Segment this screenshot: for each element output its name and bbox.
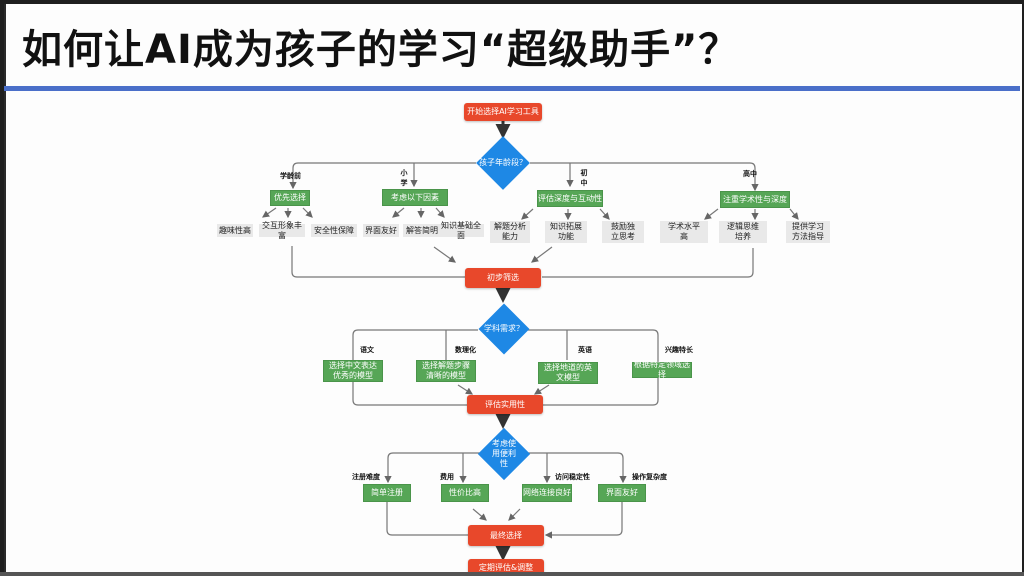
branch-label-english: 英语	[578, 346, 592, 354]
branch-label-chinese: 语文	[360, 346, 374, 354]
middle-node: 评估深度与互动性	[537, 190, 603, 207]
detail-box: 知识基础全面	[438, 221, 484, 240]
connector	[528, 329, 659, 362]
connector	[521, 208, 534, 220]
detail-box: 界面友好	[363, 224, 399, 237]
connector	[392, 207, 405, 218]
detail-box: 趣味性高	[217, 224, 253, 237]
branch-label-cost: 费用	[440, 473, 454, 481]
network-node: 网络连接良好	[522, 484, 572, 502]
math-science-node: 选择解题步骤清晰的模型	[416, 360, 476, 382]
detail-box: 提供学习方法指导	[786, 221, 830, 243]
connector	[542, 248, 754, 278]
connector	[352, 380, 468, 406]
detail-box: 交互形象丰富	[259, 221, 305, 240]
chinese-node: 选择中文表达优秀的模型	[323, 360, 383, 382]
connector	[508, 508, 521, 521]
connector	[352, 329, 478, 360]
primary-node: 考虑以下因素	[382, 189, 448, 206]
age-decision-label: 孩子年龄段？	[479, 158, 527, 167]
branch-label-registration: 注册难度	[352, 473, 380, 481]
connector	[302, 207, 313, 218]
slide-title: 如何让AI成为孩子的学习“超级助手”？	[22, 27, 740, 73]
usability-decision: 考虑使用便利性	[477, 427, 531, 481]
english-node: 选择地道的英文模型	[538, 362, 598, 384]
branch-label-high: 高中	[743, 170, 757, 178]
high-node: 注重学术性与深度	[720, 191, 790, 208]
branch-label-interest: 兴趣特长	[665, 346, 693, 354]
connector	[530, 162, 759, 192]
start-node: 开始选择AI学习工具	[464, 103, 542, 121]
subject-decision: 学科需求？	[478, 303, 530, 355]
frame-bottom-edge	[0, 572, 1024, 576]
connector	[457, 384, 474, 395]
connector	[289, 162, 476, 190]
final-choice-node: 最终选择	[468, 525, 544, 546]
connector	[544, 502, 623, 539]
branch-label-stability: 访问稳定性	[555, 473, 590, 481]
connector	[789, 208, 799, 220]
branch-label-primary: 小学	[400, 169, 408, 187]
connector	[531, 246, 553, 263]
branch-label-complexity: 操作复杂度	[632, 473, 667, 481]
simple-registration-node: 简单注册	[363, 484, 411, 502]
branch-label-preschool: 学龄前	[280, 172, 301, 180]
detail-box: 解答简明	[403, 224, 441, 237]
branch-label-middle: 初中	[580, 169, 588, 187]
connector	[599, 208, 610, 220]
age-decision: 孩子年龄段？	[476, 136, 530, 190]
connector	[533, 384, 550, 395]
detail-box: 鼓励独立思考	[602, 221, 644, 243]
interest-node: 根据特定领域选择	[632, 360, 692, 379]
connector	[538, 378, 659, 406]
initial-filter-node: 初步筛选	[465, 268, 541, 288]
detail-box: 安全性保障	[311, 224, 357, 237]
usability-decision-label: 考虑使用便利性	[492, 439, 516, 468]
connector	[291, 246, 466, 278]
detail-box: 逻辑思维培养	[719, 221, 767, 243]
connector	[386, 502, 470, 536]
branch-label-math-science: 数理化	[455, 346, 476, 354]
detail-box: 学术水平高	[660, 221, 708, 243]
connector	[526, 452, 627, 484]
detail-box: 知识拓展功能	[545, 221, 587, 243]
connector	[384, 452, 480, 484]
title-divider	[4, 86, 1020, 91]
connector	[704, 208, 719, 220]
connector	[262, 207, 277, 218]
detail-box: 解题分析能力	[490, 221, 530, 243]
friendly-ui-node: 界面友好	[598, 484, 646, 502]
slide	[4, 4, 1022, 576]
review-node: 定期评估&调整	[468, 559, 544, 576]
preschool-node: 优先选择	[270, 190, 310, 206]
connector	[433, 246, 456, 263]
evaluate-practicality-node: 评估实用性	[467, 395, 543, 414]
cost-effective-node: 性价比高	[441, 484, 489, 502]
subject-decision-label: 学科需求？	[484, 324, 524, 333]
connector	[435, 207, 445, 218]
connector	[472, 508, 487, 521]
